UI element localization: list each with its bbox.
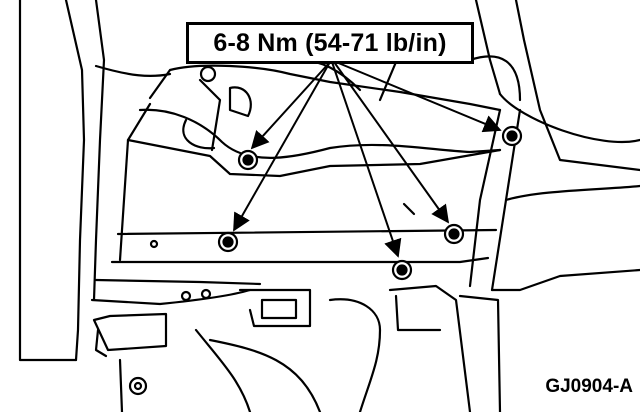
leader-arrow bbox=[233, 61, 331, 232]
windshield-frame bbox=[468, 0, 640, 172]
lower-dash bbox=[90, 278, 502, 412]
leader-arrow bbox=[333, 61, 450, 224]
bolt-icon bbox=[391, 259, 413, 281]
leader-arrows bbox=[233, 61, 502, 258]
bolt-icon bbox=[501, 125, 523, 147]
bolt-icon bbox=[443, 223, 465, 245]
a-pillar bbox=[18, 0, 172, 362]
torque-callout: 6-8 Nm (54-71 lb/in) bbox=[186, 22, 474, 64]
clip-holes bbox=[128, 65, 217, 396]
torque-spec: 6-8 Nm (54-71 lb/in) bbox=[213, 28, 447, 57]
dash-panel bbox=[110, 58, 502, 264]
leader-arrow bbox=[250, 61, 331, 150]
bolt-icon bbox=[237, 149, 259, 171]
leader-arrow bbox=[335, 61, 502, 133]
bolt-icon bbox=[217, 231, 239, 253]
bolts bbox=[217, 125, 523, 281]
leader-arrow bbox=[331, 61, 402, 258]
figure-id: GJ0904-A bbox=[545, 376, 633, 397]
